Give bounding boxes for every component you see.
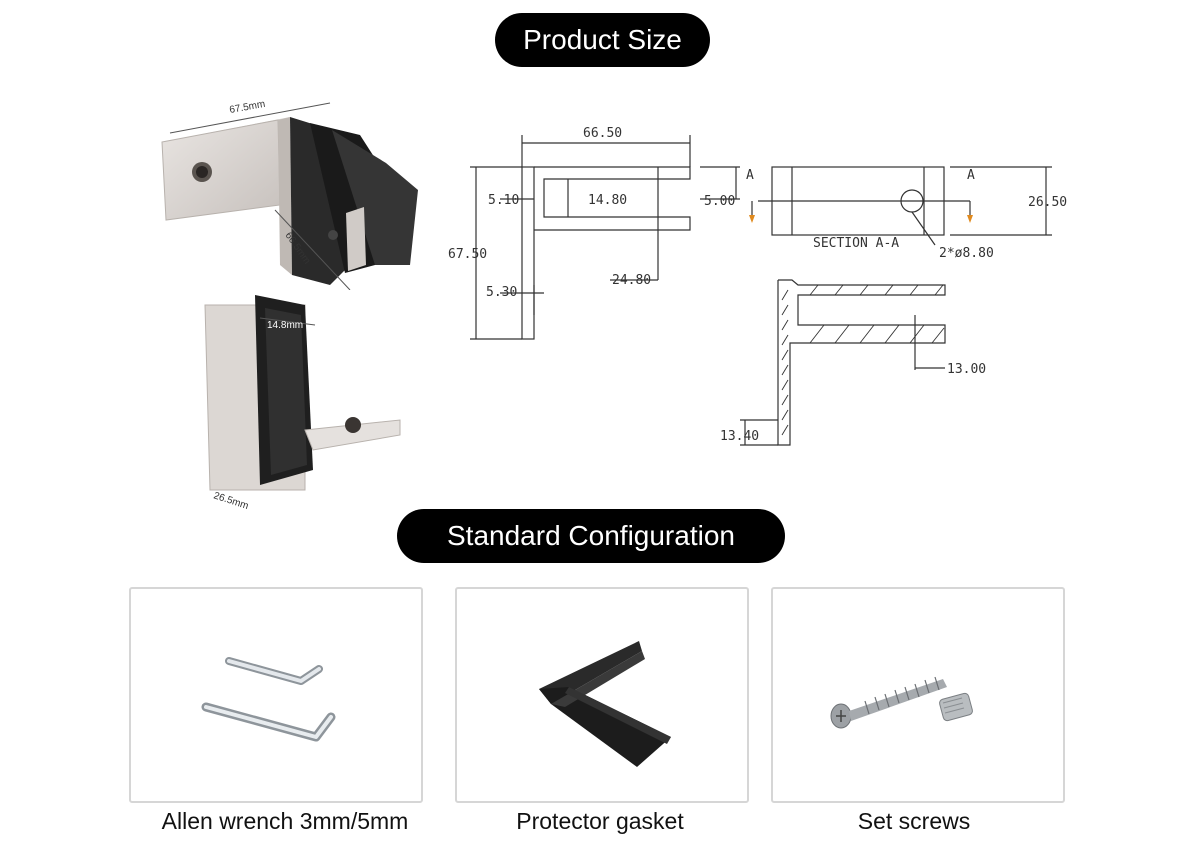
dimension-slot-label: 14.8mm bbox=[267, 320, 303, 331]
allen-wrench-image bbox=[201, 657, 336, 742]
caption-allen-wrench: Allen wrench 3mm/5mm bbox=[161, 808, 409, 834]
technical-drawing: 66.50 5.10 14.80 5.00 67.50 24.80 5.30 A… bbox=[448, 126, 1067, 446]
product-photo-bottom: 14.8mm 26.5mm bbox=[204, 295, 401, 512]
caption-set-screws: Set screws bbox=[857, 808, 971, 834]
dim-leg-length: 24.80 bbox=[612, 273, 651, 288]
dim-section-width: 26.50 bbox=[1028, 195, 1067, 210]
section-marker-left: A bbox=[746, 168, 754, 183]
dimension-width-label: 26.5mm bbox=[212, 490, 250, 512]
dim-top-width: 66.50 bbox=[583, 126, 622, 141]
product-photo-top: 67.5mm 66.5mm bbox=[161, 99, 418, 290]
dim-lip: 5.00 bbox=[704, 194, 735, 209]
accessory-card-allen-wrench bbox=[129, 587, 423, 803]
dim-slot-width: 14.80 bbox=[588, 193, 627, 208]
standard-configuration-header: Standard Configuration bbox=[397, 509, 785, 563]
dimension-length-label: 67.5mm bbox=[229, 99, 266, 116]
dim-base-thickness: 5.30 bbox=[486, 285, 517, 300]
section-label: SECTION A-A bbox=[813, 236, 899, 251]
protector-gasket-image bbox=[539, 641, 671, 767]
section-marker-right: A bbox=[967, 168, 975, 183]
dim-slot-wall: 5.10 bbox=[488, 193, 519, 208]
accessory-card-set-screws bbox=[771, 587, 1065, 803]
dim-holes: 2*ø8.80 bbox=[939, 246, 994, 261]
dim-overall-height: 67.50 bbox=[448, 247, 487, 262]
accessory-card-protector-gasket bbox=[455, 587, 749, 803]
product-size-header: Product Size bbox=[495, 13, 710, 67]
dim-section-depth: 13.00 bbox=[947, 362, 986, 377]
set-screws-image bbox=[830, 676, 973, 729]
dim-section-base: 13.40 bbox=[720, 429, 759, 444]
caption-protector-gasket: Protector gasket bbox=[516, 808, 684, 834]
